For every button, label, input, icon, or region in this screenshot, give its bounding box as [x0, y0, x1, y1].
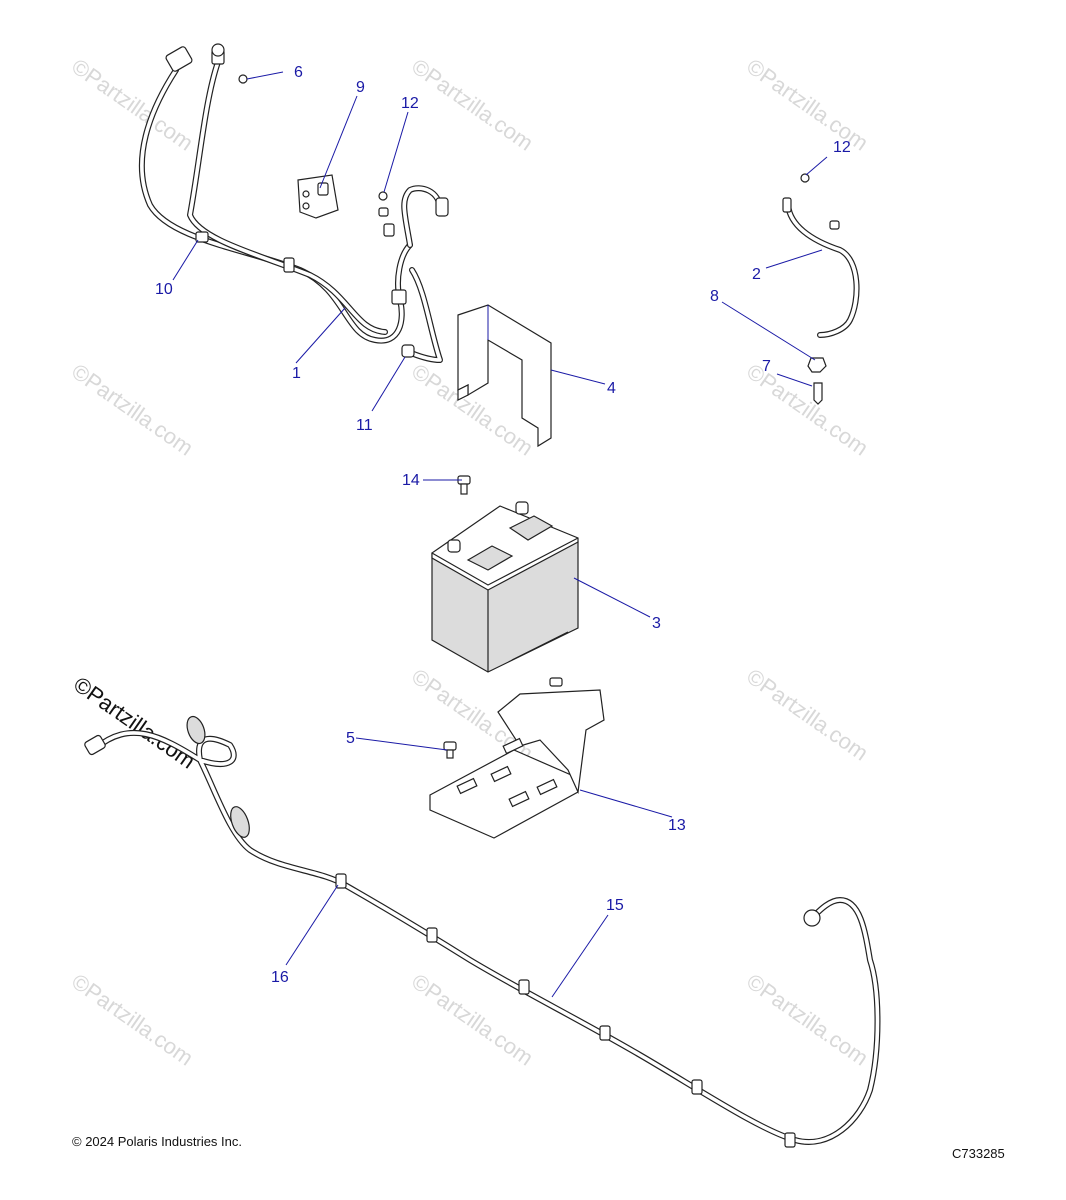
battery-cable-harness: [138, 43, 449, 363]
callout-11: 11: [356, 417, 373, 434]
callout-5: 5: [346, 730, 355, 747]
callout-7: 7: [762, 358, 771, 375]
copyright-notice: © 2024 Polaris Industries Inc.: [72, 1134, 242, 1149]
callout-14: 14: [402, 472, 420, 489]
diagram-code: C733285: [952, 1146, 1005, 1161]
battery-hold-down-strap: [457, 304, 552, 448]
callout-3: 3: [652, 615, 661, 632]
ground-cable: [782, 197, 860, 338]
callout-9: 9: [356, 79, 365, 96]
watermark: ©Partzilla.com: [67, 359, 198, 461]
callout-labels: 1 2 3 4 5 6 7 8 9 10 11 12 12 13 14 15 1…: [155, 64, 851, 986]
callout-16: 16: [271, 969, 289, 986]
watermark: ©Partzilla.com: [742, 54, 873, 156]
leader-lines: [172, 71, 828, 998]
callout-1: 1: [292, 365, 301, 382]
callout-4: 4: [607, 380, 616, 397]
battery-tray: [429, 677, 605, 839]
solenoid-relay: [297, 174, 339, 219]
watermark: ©Partzilla.com: [67, 969, 198, 1071]
watermark-dark: ©Partzilla.com: [69, 672, 200, 774]
callout-13: 13: [668, 817, 686, 834]
hold-down-bolt: [457, 475, 471, 495]
battery: [431, 501, 579, 673]
watermark: ©Partzilla.com: [407, 54, 538, 156]
watermark: ©Partzilla.com: [407, 969, 538, 1071]
callout-10: 10: [155, 281, 173, 298]
callout-12b: 12: [833, 139, 851, 156]
watermark: ©Partzilla.com: [742, 664, 873, 766]
callout-6: 6: [294, 64, 303, 81]
callout-15: 15: [606, 897, 624, 914]
long-battery-cable: [84, 715, 881, 1148]
callout-8: 8: [710, 288, 719, 305]
terminal-hardware: [807, 357, 827, 405]
small-hardware: [238, 74, 840, 230]
callout-12a: 12: [401, 95, 419, 112]
watermark: ©Partzilla.com: [742, 969, 873, 1071]
callout-2: 2: [752, 266, 761, 283]
